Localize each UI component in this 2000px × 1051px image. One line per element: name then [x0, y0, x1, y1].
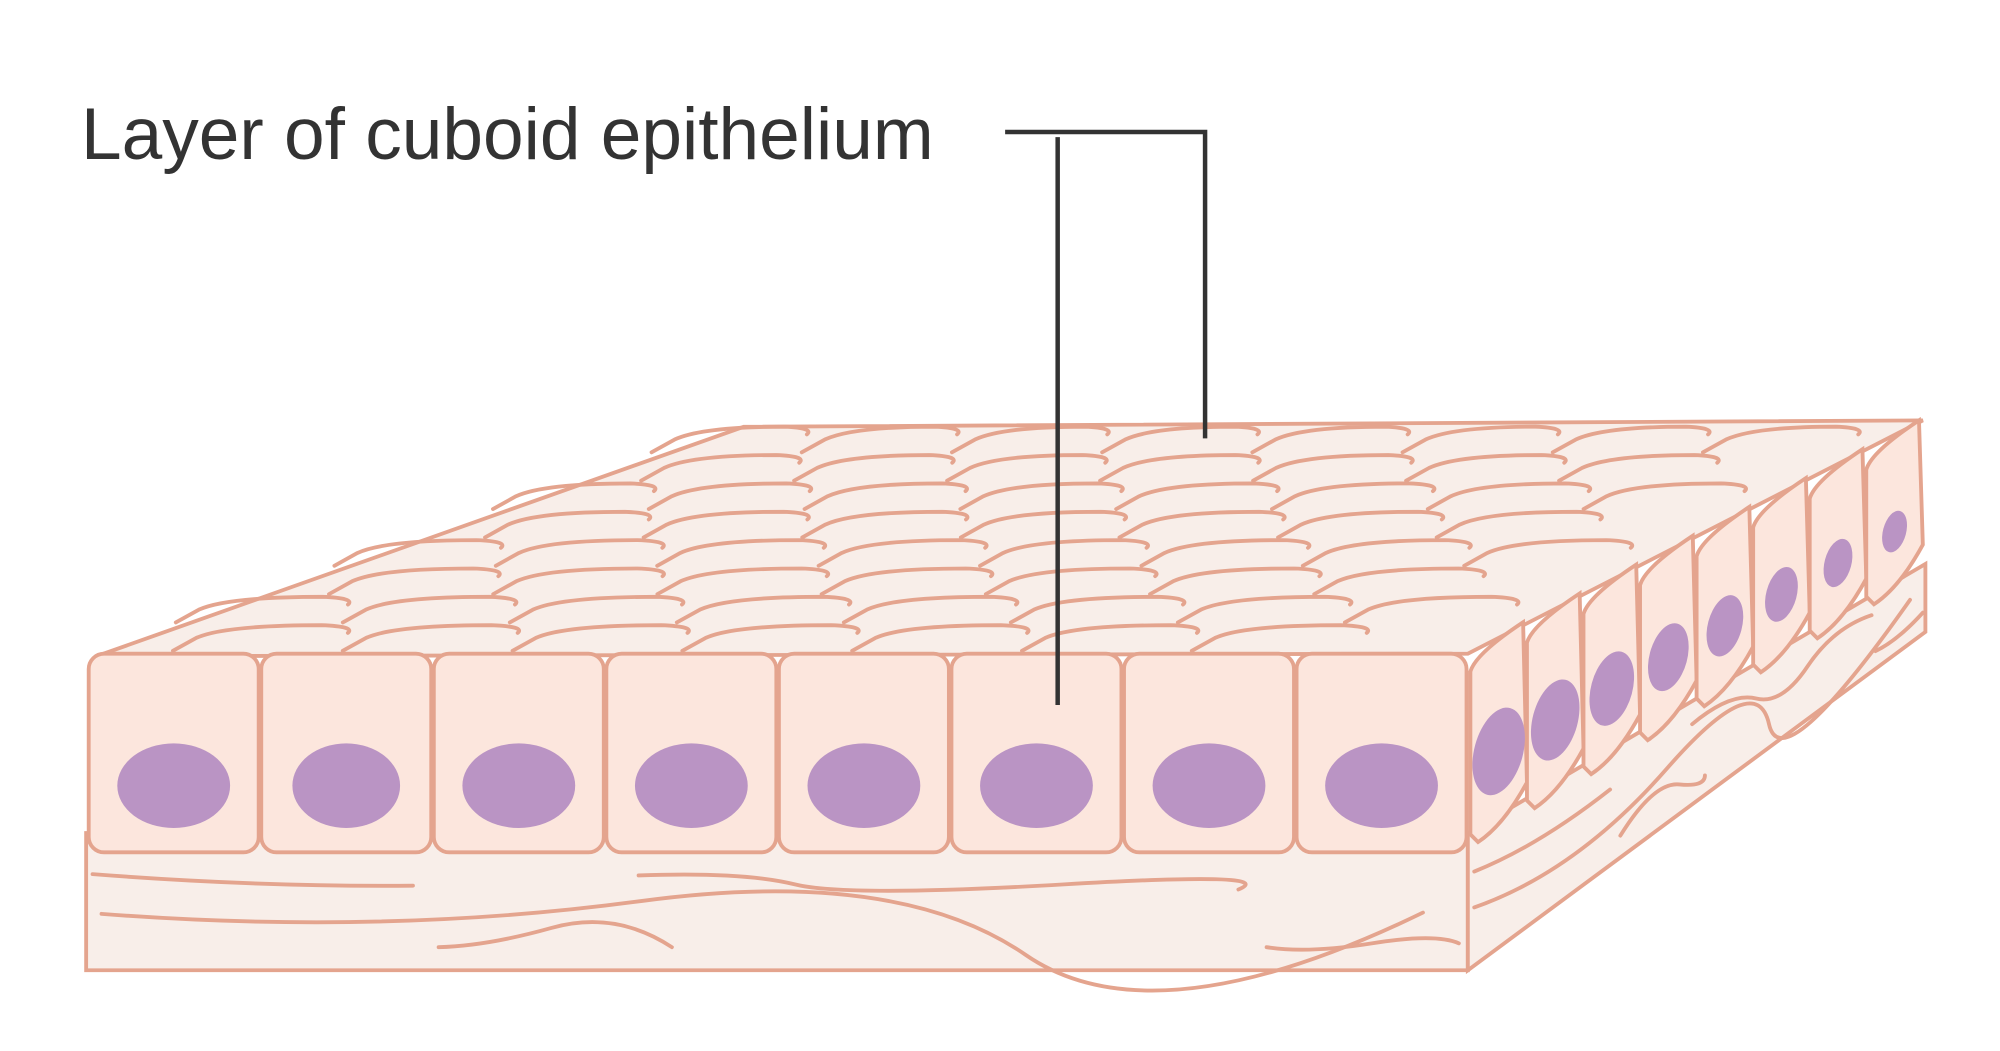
top-cell-outline: [507, 594, 686, 625]
top-cell-outline: [1117, 509, 1287, 540]
top-cell-outline: [841, 594, 1020, 625]
top-cell-outline: [1300, 538, 1473, 568]
top-cell-outline: [1425, 481, 1593, 511]
top-cell-outline: [1462, 538, 1635, 568]
top-cell-outline: [983, 566, 1159, 597]
top-cell-outline: [945, 453, 1109, 483]
leader-line-top: [1005, 129, 1208, 439]
top-cell-outline: [1148, 566, 1323, 597]
top-cell-outline: [1139, 538, 1312, 568]
top-cell-outline: [1276, 509, 1446, 540]
top-cell-outline: [1581, 481, 1748, 511]
front-cell-nucleus: [292, 743, 401, 828]
top-cell-outline: [1270, 481, 1437, 511]
top-cell-outline: [1404, 453, 1568, 483]
top-cell-outline: [510, 623, 691, 653]
front-cell-nucleus: [1325, 743, 1438, 828]
top-cell-outline: [800, 509, 970, 540]
tissue-fiber: [90, 872, 415, 888]
top-cell-outline: [950, 424, 1111, 455]
tissue-fiber: [1690, 613, 1874, 727]
top-cell-outline: [816, 538, 989, 568]
top-cell-outline: [493, 538, 666, 568]
top-cell-outline: [978, 538, 1150, 568]
top-cell-outline: [327, 566, 502, 597]
tissue-fiber: [636, 872, 1248, 893]
top-cell-outline: [674, 594, 853, 625]
top-cell-outline: [340, 594, 519, 625]
top-cell-outline: [1557, 453, 1721, 483]
top-cell-outline: [1100, 424, 1261, 455]
front-cell-nucleus: [117, 743, 231, 828]
side-cell-nucleus: [1765, 567, 1798, 622]
tissue-fiber: [99, 889, 1425, 993]
leader-lines: [1005, 129, 1208, 705]
tissue-fiber: [1873, 610, 1925, 654]
tissue-fiber: [1472, 787, 1613, 874]
top-cell-outline: [491, 481, 658, 511]
top-cell-outline: [173, 594, 352, 625]
side-cell-nucleus: [1648, 623, 1689, 692]
top-cell-outline: [1175, 594, 1354, 625]
side-cell-nucleus: [1823, 538, 1853, 588]
top-cell-outline: [639, 453, 803, 483]
tissue-fiber: [436, 920, 674, 950]
top-cell-outline: [646, 481, 814, 511]
front-cell-nucleus: [807, 743, 921, 828]
top-cell-outline: [641, 509, 811, 540]
top-cell-outline: [1114, 481, 1281, 511]
side-cell-nucleus: [1530, 679, 1580, 761]
top-cell-outline: [958, 481, 1125, 511]
top-cell-outline: [491, 566, 666, 597]
side-cell-nucleus: [1882, 510, 1908, 553]
top-cell-outline: [1701, 424, 1862, 455]
top-cell-outline: [1342, 594, 1521, 625]
top-cell-outline: [850, 623, 1031, 653]
top-cell-outline: [1098, 453, 1262, 483]
front-cell-nucleus: [634, 743, 748, 828]
top-cell-outline: [171, 623, 352, 653]
epithelium-front-face: [86, 651, 1469, 855]
top-cell-outline: [799, 424, 961, 455]
top-cell-outline: [340, 623, 521, 653]
front-cell-nucleus: [462, 743, 576, 828]
side-cell-nucleus: [1706, 595, 1744, 657]
top-cell-outline: [819, 566, 995, 597]
top-cell-outline: [792, 453, 956, 483]
top-cell-outline: [1312, 566, 1487, 597]
side-cell-nucleus: [1472, 707, 1525, 796]
top-cell-outline: [655, 538, 828, 568]
top-cell-outline: [1189, 623, 1370, 653]
top-cell-outline: [1008, 594, 1187, 625]
top-cell-outline: [332, 538, 505, 568]
top-cell-outline: [483, 509, 653, 540]
side-cell-nucleus: [1589, 651, 1635, 726]
epithelium-top-surface: [95, 418, 1924, 659]
tissue-fiber: [1618, 773, 1707, 838]
connective-tissue-block: [84, 560, 1928, 993]
label-layer-of-cuboid-epithelium: Layer of cuboid epithelium: [81, 94, 934, 175]
top-cell-outline: [649, 424, 811, 455]
top-cell-outline: [1400, 424, 1562, 455]
front-cell-nucleus: [980, 743, 1093, 828]
top-cell-outline: [1251, 453, 1415, 483]
top-cell-outline: [655, 566, 830, 597]
tissue-fiber: [1264, 936, 1461, 952]
epithelium-side-face: [1468, 416, 1925, 845]
front-cell-nucleus: [1152, 743, 1266, 828]
top-cell-outline: [802, 481, 969, 511]
tissue-fiber: [1472, 597, 1912, 910]
top-cell-outline: [958, 509, 1128, 540]
top-cell-outline: [1550, 424, 1712, 455]
top-cell-outline: [1250, 424, 1412, 455]
top-cell-outline: [680, 623, 861, 653]
top-cell-outline: [1434, 509, 1604, 540]
